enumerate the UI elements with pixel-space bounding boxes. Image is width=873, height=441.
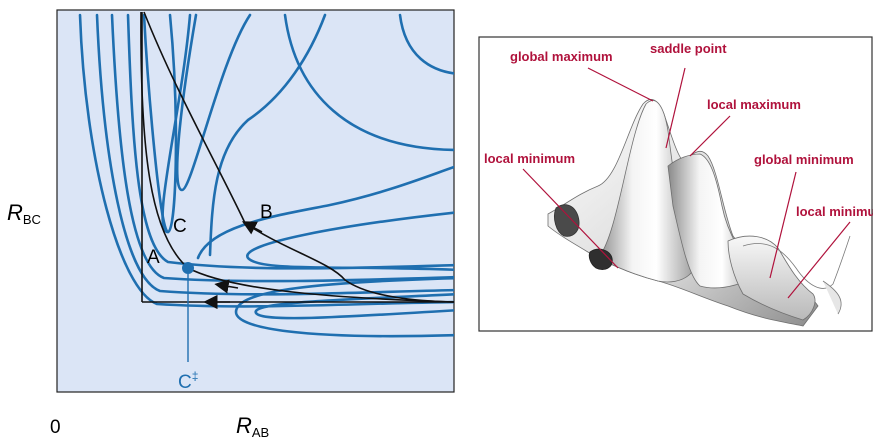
contour-line [208,13,327,257]
potential-energy-contour-plot: C‡ A B C RBC RAB 0 [7,9,455,440]
arrow-path-b [241,221,263,235]
plot-background [56,9,455,393]
origin-label: 0 [50,417,61,438]
energy-surface-figure: global maximum saddle point local maximu… [478,36,873,332]
callout-saddle-point: saddle point [650,41,727,56]
callout-global-minimum: global minimum [754,152,854,167]
path-b [143,11,455,303]
contour-line [95,13,454,296]
contour-line [196,165,454,260]
region-label-a: A [147,247,160,268]
leader-local-minimum-left [522,168,619,269]
leader-global-maximum [587,67,654,102]
callout-local-minimum-right: local minimum [796,204,873,219]
region-label-c: C [173,216,187,237]
callout-local-maximum: local maximum [707,97,801,112]
contour-line [234,276,454,338]
transition-state-point [182,262,194,274]
contour-line [398,13,454,75]
y-axis-label: RBC [7,200,41,227]
energy-surface [547,99,851,327]
contour-line [110,13,454,283]
contour-line [246,211,454,272]
leader-saddle-point [665,67,686,149]
contour-line [254,292,454,320]
transition-state-label: C‡ [178,369,198,393]
contour-line [175,13,252,192]
region-label-b: B [260,202,273,223]
contour-line [78,13,454,308]
callout-local-minimum-left: local minimum [484,151,575,166]
contour-line [283,13,454,152]
x-axis-label: RAB [236,413,269,440]
arrow-path-a [214,279,239,294]
contour-line [161,13,192,234]
leader-global-minimum [769,171,797,279]
leader-local-maximum [689,115,731,157]
callout-global-maximum: global maximum [510,49,613,64]
leader-local-minimum-right [787,221,851,299]
